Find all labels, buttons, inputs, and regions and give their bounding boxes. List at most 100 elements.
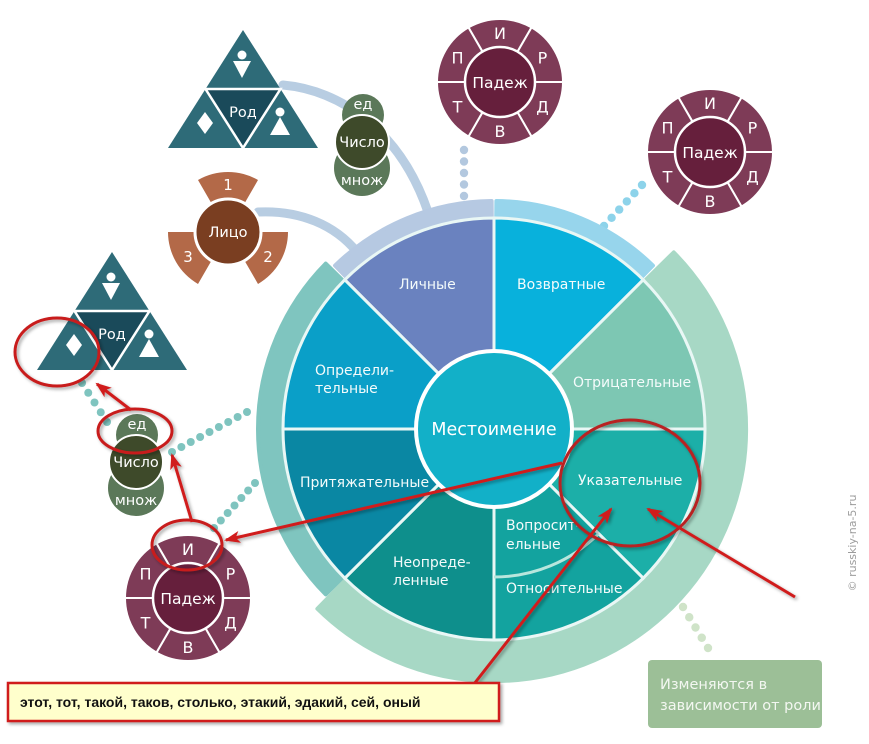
number-core	[108, 434, 164, 490]
connector-dot	[186, 438, 195, 446]
person-petals	[168, 172, 288, 284]
number-label: Число	[113, 455, 159, 471]
connector-dot	[214, 423, 223, 431]
case-letter: Р	[748, 119, 758, 138]
case-letter: Р	[226, 565, 236, 584]
case-label: Падеж	[160, 590, 215, 608]
arrow-from-examples	[472, 507, 613, 685]
case-letter: И	[704, 94, 716, 113]
connector-dot	[459, 191, 469, 201]
connector-dot	[251, 479, 259, 487]
gender-triangle-inner	[72, 309, 152, 373]
arrow-from-right	[646, 507, 796, 599]
case-letter: И	[494, 24, 506, 43]
category-opredelitelnye-line1: Определи-	[315, 363, 394, 379]
person-petal-3	[168, 232, 213, 284]
connector-dot	[205, 428, 214, 436]
neuter-icon	[197, 112, 213, 134]
connector-dot	[96, 408, 105, 417]
note-box-background	[648, 660, 822, 728]
connector-dot	[216, 516, 225, 525]
gender-badge-left: Род	[37, 252, 187, 373]
case-letter: И	[182, 540, 194, 559]
red-annotations	[13, 316, 796, 685]
connector-dot	[703, 643, 713, 653]
connector-dot	[459, 180, 469, 189]
gender-badge-top: Род	[168, 30, 318, 151]
category-voprositelnye-line1: Вопросит-	[506, 518, 581, 534]
examples-box-background	[6, 681, 501, 723]
gender-label: Род	[229, 105, 257, 121]
connector-dot	[697, 633, 706, 642]
person-petal-2	[243, 232, 288, 284]
connector-dot	[622, 197, 631, 206]
case-label: Падеж	[472, 74, 527, 92]
number-badge-top: ед Число множ	[334, 94, 390, 196]
number-singular-label: ед	[128, 417, 147, 433]
gender-label: Род	[98, 327, 126, 343]
category-ukazatelnye: Указательные	[578, 473, 682, 489]
connector-dot	[244, 486, 253, 495]
masculine-icon	[233, 50, 251, 78]
person-value-3: 3	[183, 248, 193, 266]
split-arc-voprositelnye-otnositelnye	[493, 532, 600, 579]
connector-dot	[196, 433, 205, 441]
highlight-ukazatelnye	[558, 418, 702, 548]
case-letter: В	[705, 192, 716, 211]
person-value-1: 1	[223, 176, 233, 194]
person-label: Лицо	[208, 225, 247, 241]
neuter-icon	[66, 334, 82, 356]
connector-dot	[459, 157, 469, 166]
category-vozvratnye: Возвратные	[517, 277, 605, 293]
connector-dot	[630, 189, 639, 198]
masculine-icon	[102, 272, 120, 300]
case-letter: В	[495, 122, 506, 141]
highlight-neuter-gender	[13, 316, 101, 388]
connector-dot	[237, 494, 246, 502]
connector-dot	[224, 418, 233, 426]
number-plural-label: множ	[115, 493, 157, 509]
category-neopredelennye-line2: ленные	[393, 573, 449, 589]
note-text: Изменяются в зависимости от роли	[660, 677, 821, 714]
arrow-to-neuter	[95, 382, 132, 412]
examples-text: этот, тот, такой, таков, столько, этакий…	[20, 694, 421, 710]
case-letter: Р	[538, 49, 548, 68]
person-value-2: 2	[263, 248, 273, 266]
case-core	[463, 45, 537, 119]
category-prityazhatelnye: Притяжательные	[300, 475, 429, 491]
category-voprositelnye-line2: ельные	[506, 537, 561, 553]
category-opredelitelnye-line2: тельные	[315, 381, 378, 397]
case-letter: Т	[452, 98, 463, 117]
case-letter: В	[183, 638, 194, 657]
gender-triangle-inner	[203, 87, 283, 151]
category-otnositelnye: Относительные	[506, 581, 622, 597]
number-core	[334, 114, 390, 170]
note-line-1: Изменяются в	[660, 677, 767, 693]
connector-dot	[691, 623, 700, 632]
category-voprositelnye: Вопросит- ельные	[506, 518, 585, 553]
category-opredelitelnye: Определи- тельные	[315, 363, 399, 397]
connector-dot	[168, 448, 176, 456]
feminine-icon	[139, 329, 159, 357]
category-neopredelennye: Неопреде- ленные	[393, 555, 475, 589]
case-letter: Т	[140, 614, 151, 633]
case-letter: Д	[536, 98, 549, 117]
connector-dot	[90, 398, 99, 407]
connector-dot	[459, 145, 469, 155]
center-circle	[414, 349, 574, 509]
person-core	[193, 197, 263, 267]
case-letter: Д	[224, 614, 237, 633]
connector-dot	[233, 413, 242, 421]
number-badge-left: ед Число множ	[108, 414, 164, 516]
highlight-nominative-case	[150, 518, 224, 572]
connector-dot	[678, 602, 688, 612]
connector-arc-person	[253, 207, 362, 257]
arrow-to-nominative	[224, 461, 563, 543]
category-neopredelennye-line1: Неопреде-	[393, 555, 471, 571]
connector-dot	[243, 408, 251, 416]
examples-box: этот, тот, такой, таков, столько, этакий…	[6, 681, 501, 723]
highlight-singular-number	[96, 407, 174, 455]
case-letter: П	[452, 49, 464, 68]
case-letter: Т	[662, 168, 673, 187]
